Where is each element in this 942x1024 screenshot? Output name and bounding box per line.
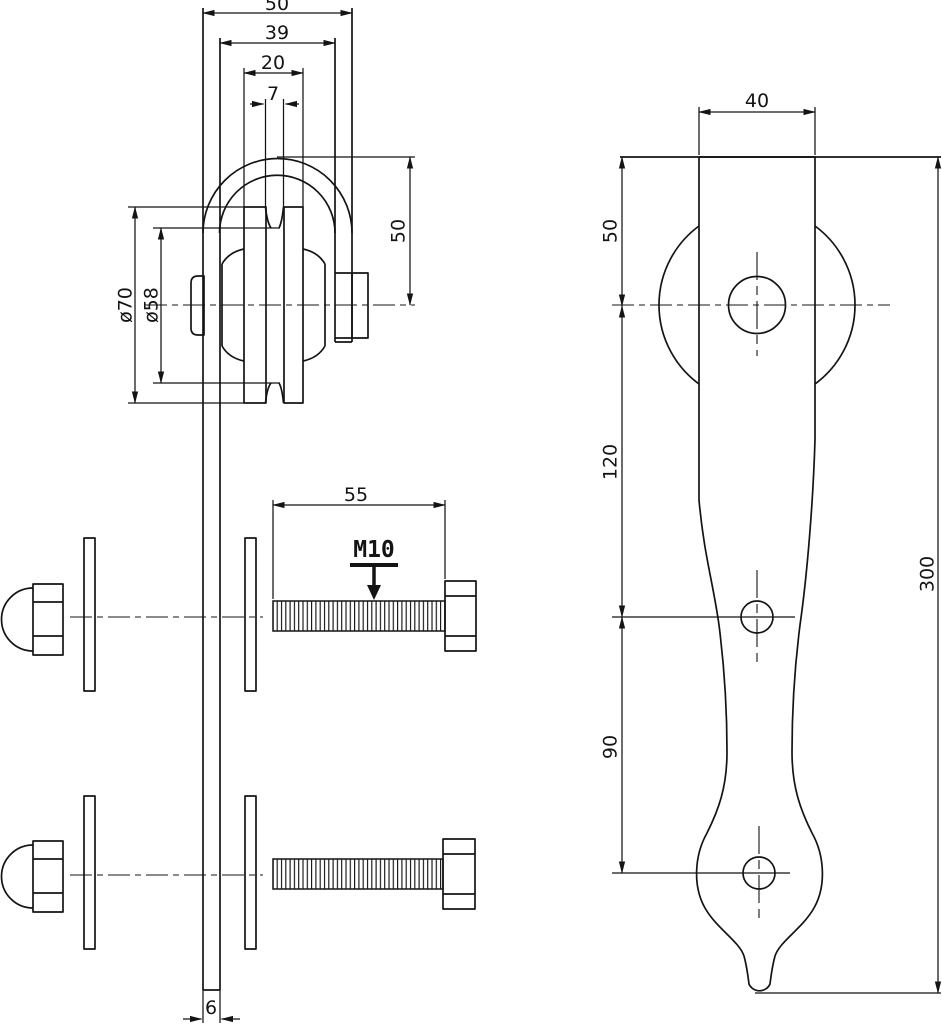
bolt-head bbox=[444, 580, 477, 652]
cap-nut-dome bbox=[0, 587, 34, 652]
bolt-row-1: 55 M10 bbox=[0, 484, 477, 692]
bolt-thread bbox=[272, 858, 444, 890]
hub-fillet bbox=[221, 248, 245, 265]
dim-hub-width-label: 39 bbox=[265, 22, 289, 44]
cap-nut-body bbox=[32, 583, 64, 656]
dim-groove-width-label: 7 bbox=[267, 83, 279, 105]
dim-hole2-to-hole3-label: 90 bbox=[600, 735, 622, 759]
bolt-thread bbox=[272, 600, 446, 632]
strap-outline bbox=[695, 156, 824, 992]
bolt-thread-size-label: M10 bbox=[353, 537, 395, 563]
washer bbox=[244, 537, 257, 692]
hub-fillet bbox=[302, 345, 326, 362]
dim-groove-diameter-label: ø58 bbox=[141, 287, 163, 323]
dim-total-length-label: 300 bbox=[917, 556, 939, 592]
groove-profile bbox=[264, 382, 272, 404]
thread-callout-arrowhead bbox=[367, 585, 381, 600]
washer bbox=[83, 795, 96, 950]
shackle-inner-arc bbox=[218, 174, 336, 234]
dim-hole1-to-hole2-label: 120 bbox=[600, 444, 622, 480]
roller-assembly-side-view: ø70 ø58 50 39 20 7 50 bbox=[0, 0, 477, 1023]
dim-wheel-width-label: 20 bbox=[261, 52, 285, 74]
groove-profile bbox=[278, 382, 285, 404]
dim-shackle-height-label: 50 bbox=[388, 219, 410, 243]
shackle-outer-arc bbox=[202, 157, 353, 234]
dim-overall-width-label: 50 bbox=[265, 0, 289, 15]
cap-nut-dome bbox=[0, 844, 34, 909]
strap-front-view: 40 50 120 90 300 bbox=[600, 90, 942, 994]
bolt-row-2 bbox=[0, 795, 476, 950]
cap-nut-body bbox=[32, 840, 64, 913]
dim-rail-thickness-label: 6 bbox=[205, 997, 217, 1019]
dim-wheel-diameter-label: ø70 bbox=[115, 287, 137, 323]
dim-strap-width-label: 40 bbox=[745, 90, 769, 112]
washer bbox=[83, 537, 96, 692]
dim-bolt-thread-length-label: 55 bbox=[344, 484, 368, 506]
groove-profile bbox=[278, 206, 285, 229]
washer bbox=[244, 795, 257, 950]
axle-end-cap bbox=[190, 275, 205, 336]
hub-fillet bbox=[221, 345, 245, 362]
bolt-head bbox=[442, 838, 476, 910]
groove-profile bbox=[264, 206, 272, 229]
dim-top-to-hole1-label: 50 bbox=[600, 219, 622, 243]
hub-fillet bbox=[302, 248, 326, 265]
